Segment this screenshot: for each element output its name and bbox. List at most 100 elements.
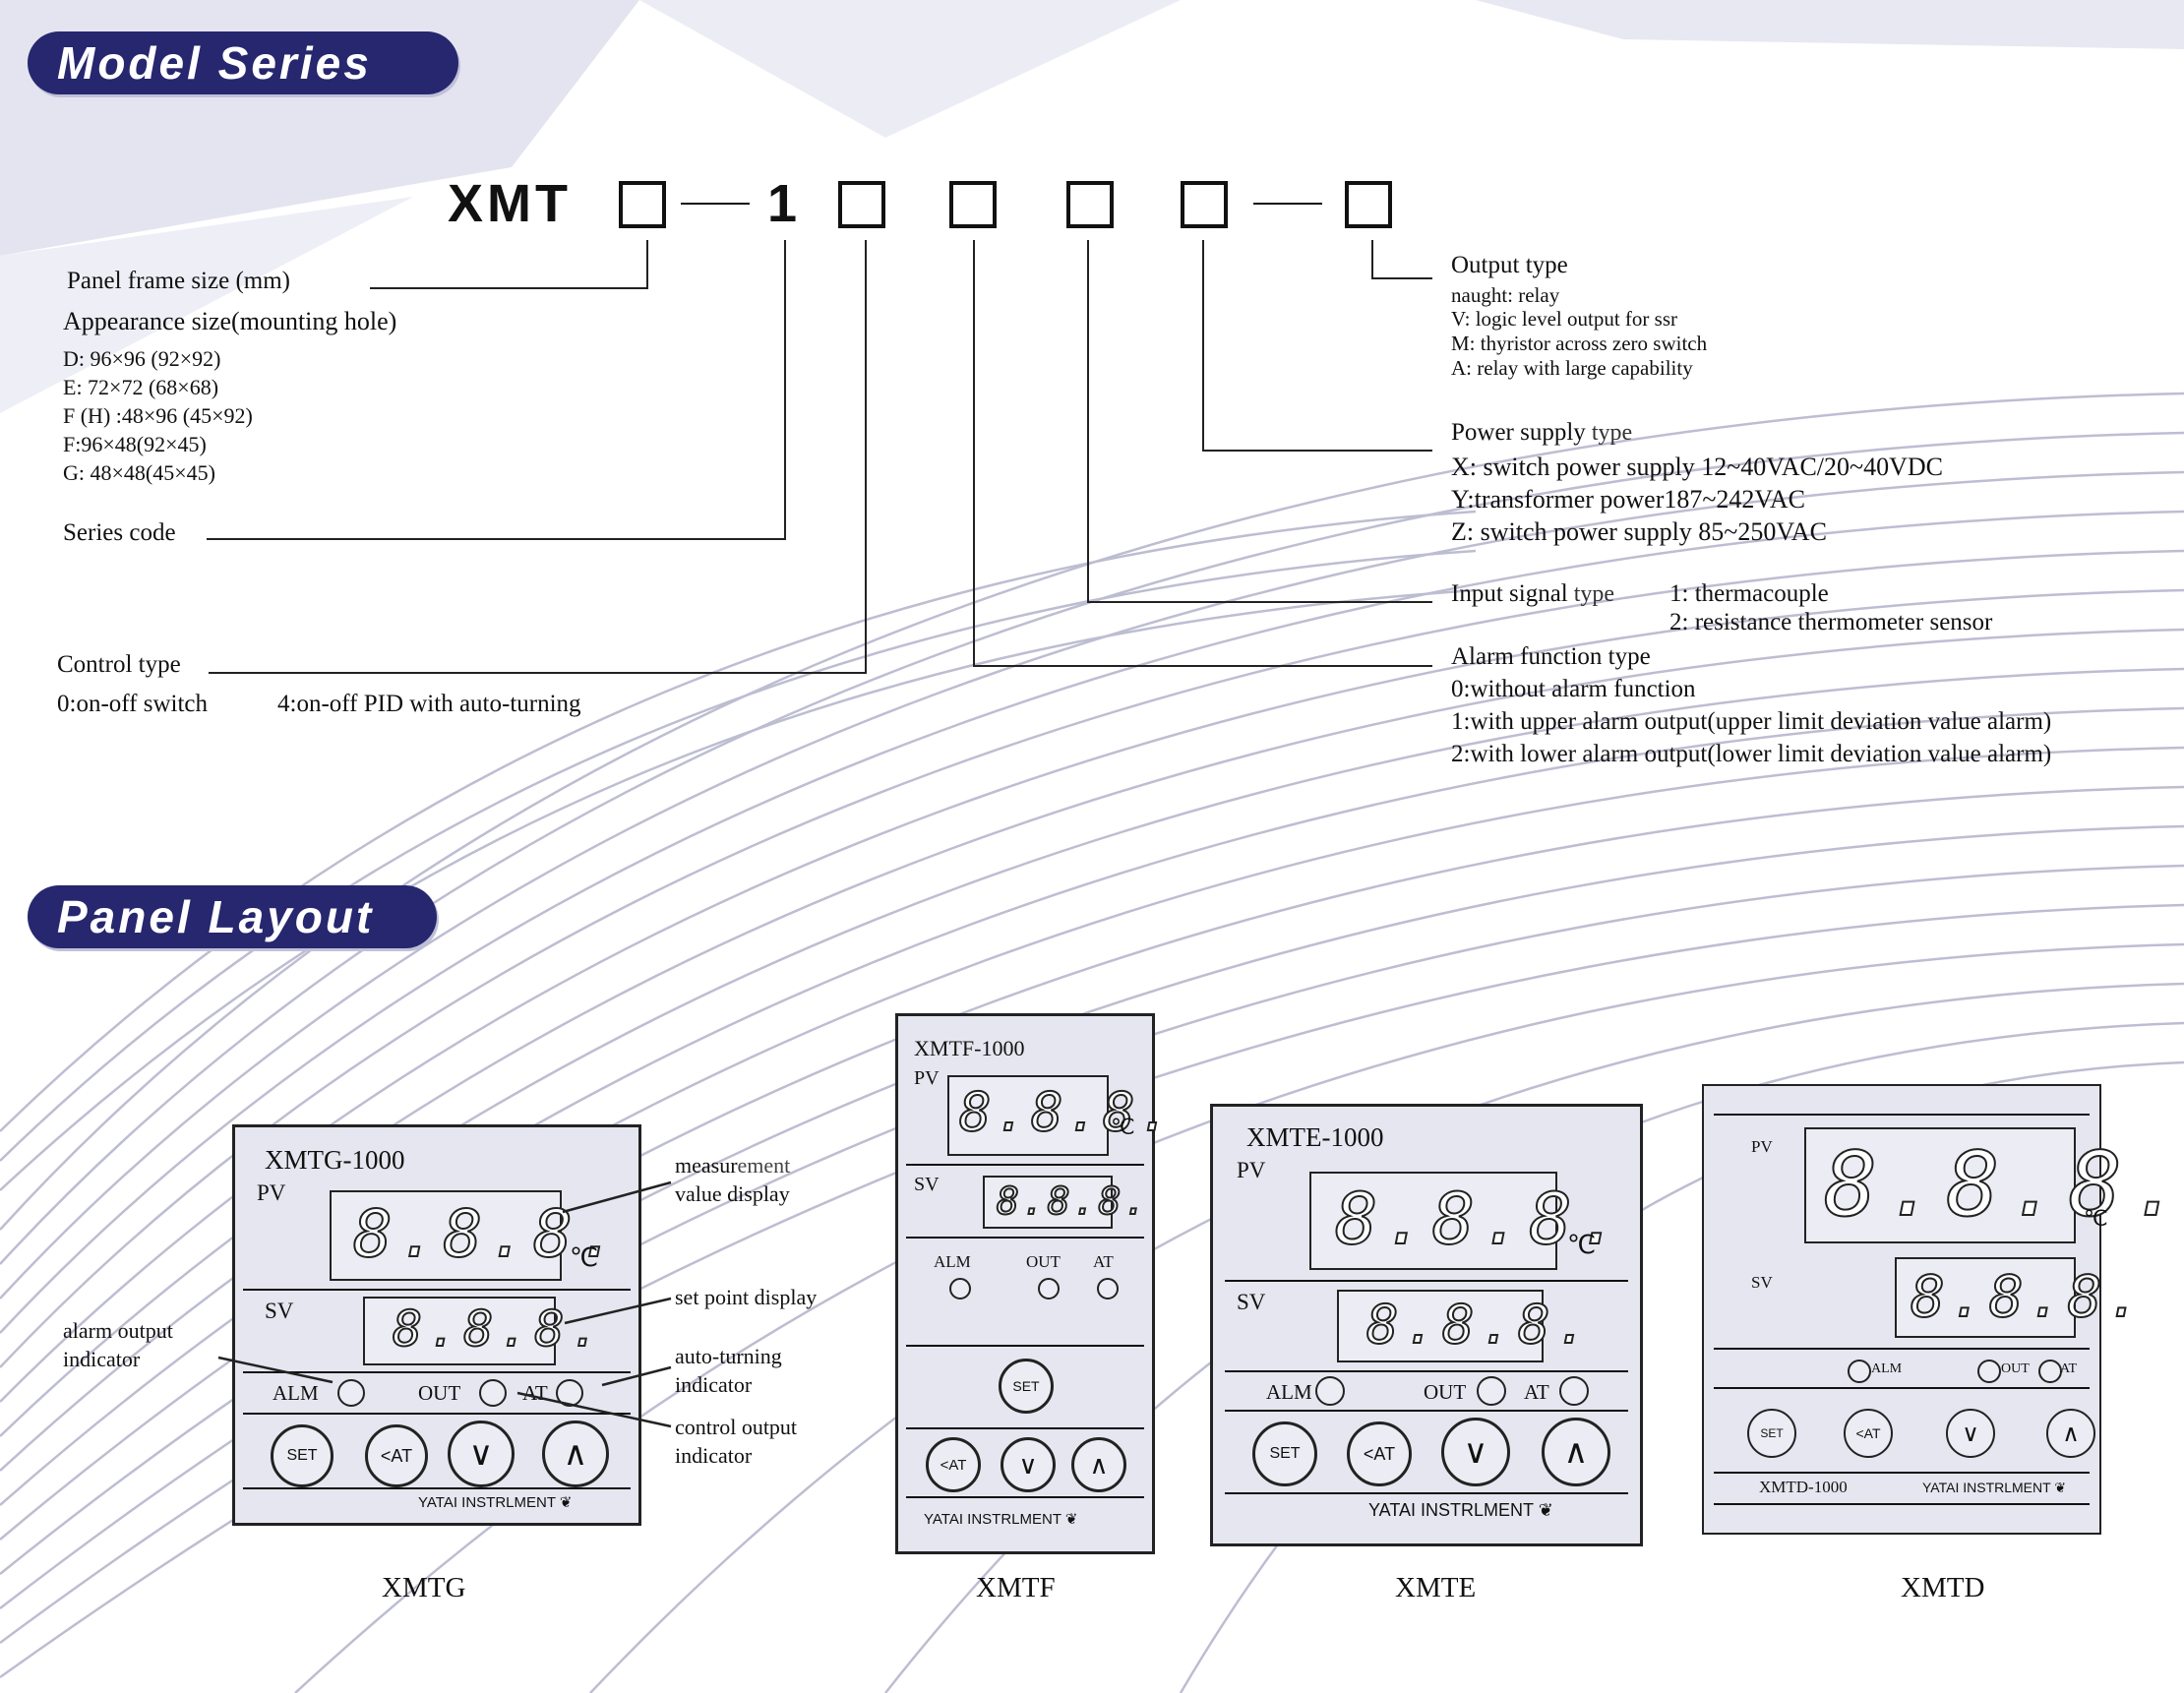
panel-xmtg-set-button[interactable]: SET	[271, 1424, 334, 1487]
panel-xmtf-divider-5	[906, 1496, 1144, 1498]
panel-xmtf-up-button[interactable]: ∧	[1071, 1437, 1126, 1492]
panel-xmtd: PV 8.8.8. ℃ SV 8.8.8. ALM OUT AT SET <AT…	[1702, 1084, 2184, 1535]
callout-control-2: indicator	[675, 1443, 753, 1468]
panel-xmte-out-label: OUT	[1424, 1380, 1467, 1404]
label-control-type: Control type	[57, 651, 181, 678]
panel-xmte-set-button[interactable]: SET	[1252, 1421, 1317, 1486]
panel-xmte-down-button[interactable]: ∨	[1441, 1418, 1510, 1486]
control-option-4: 4:on-off PID with auto-turning	[277, 691, 581, 717]
power-title-type: type	[1585, 420, 1633, 446]
power-item-y: Y:transformer power187~242VAC	[1451, 485, 1805, 514]
panel-xmtd-alm-led	[1848, 1360, 1871, 1383]
panel-xmtf-out-led	[1038, 1278, 1060, 1300]
input-item-2: 2: resistance thermometer sensor	[1669, 609, 1993, 635]
label-power-supply: Power supply type	[1451, 419, 1632, 447]
code-box-frame	[619, 181, 666, 228]
panel-xmtd-pv-digits: 8.8.8.	[1823, 1132, 2184, 1238]
output-item-3: A: relay with large capability	[1451, 356, 1693, 380]
panel-xmtf-sv-label: SV	[914, 1174, 940, 1195]
size-d: D: 96×96 (92×92)	[63, 346, 221, 371]
panel-xmte-out-led	[1477, 1376, 1506, 1406]
panel-xmte-at-button[interactable]: <AT	[1347, 1421, 1412, 1486]
panel-xmtg-sv-digits: 8.8.8.	[392, 1300, 606, 1359]
down-arrow-icon: ∨	[468, 1435, 494, 1473]
callout-alarm-2: indicator	[63, 1347, 141, 1371]
panel-xmtd-at-button[interactable]: <AT	[1844, 1409, 1893, 1458]
panel-xmtf-model: XMTF-1000	[914, 1036, 1025, 1060]
panel-xmtf-at-led	[1097, 1278, 1119, 1300]
panel-xmtg-divider-1	[243, 1289, 631, 1291]
panel-xmtf-alm-label: ALM	[934, 1252, 971, 1271]
panel-xmtg-brand: YATAI INSTRLMENT ❦	[418, 1493, 573, 1511]
panel-xmtd-brand: YATAI INSTRLMENT ❦	[1922, 1480, 2066, 1496]
panel-xmtf-pv-label: PV	[914, 1067, 940, 1089]
control-option-0: 0:on-off switch	[57, 691, 208, 717]
caption-xmtf: XMTF	[976, 1572, 1056, 1603]
panel-xmtd-divider-1	[1714, 1348, 2090, 1350]
panel-xmtf-down-button[interactable]: ∨	[1001, 1437, 1056, 1492]
panel-xmtg-out-label: OUT	[418, 1381, 461, 1405]
panel-xmtg-divider-4	[243, 1487, 631, 1489]
caption-xmtd: XMTD	[1901, 1572, 1985, 1603]
alarm-item-0: 0:without alarm function	[1451, 676, 1696, 702]
panel-xmtf-divider-3	[906, 1345, 1144, 1347]
panel-xmtg: XMTG-1000 PV 8.8.8. ℃ SV 8.8.8. ALM OUT …	[232, 1124, 641, 1526]
panel-xmte-pv-digits: 8.8.8.	[1334, 1177, 1627, 1261]
panel-xmtf-set-button[interactable]: SET	[999, 1359, 1054, 1414]
panel-xmtd-out-label: OUT	[2001, 1361, 2030, 1376]
label-output-type: Output type	[1451, 252, 1568, 278]
code-box-power	[1181, 181, 1228, 228]
panel-xmtd-pv-display: 8.8.8.	[1804, 1127, 2184, 1243]
code-prefix: XMT	[448, 174, 572, 233]
size-fh: F (H) :48×96 (45×92)	[63, 403, 253, 428]
panel-xmtf-pv-display: 8.8.8.	[947, 1075, 1172, 1156]
panel-xmtg-divider-2	[243, 1371, 631, 1373]
input-item-1: 1: thermacouple	[1669, 580, 1829, 607]
panel-xmtd-at-label: AT	[2060, 1361, 2078, 1376]
panel-xmte-at-label: AT	[1524, 1380, 1549, 1404]
panel-xmtd-sv-display: 8.8.8.	[1895, 1257, 2143, 1338]
panel-xmte-divider-2	[1225, 1370, 1628, 1372]
callout-autoturning-2: indicator	[675, 1372, 753, 1397]
panel-xmtf-sv-digits: 8.8.8.	[996, 1179, 1150, 1224]
panel-xmtd-pv-label: PV	[1751, 1137, 1773, 1156]
panel-xmte-pv-display: 8.8.8.	[1309, 1172, 1621, 1270]
panel-xmte-up-button[interactable]: ∧	[1542, 1418, 1610, 1486]
size-e: E: 72×72 (68×68)	[63, 375, 219, 399]
panel-xmte-divider-3	[1225, 1410, 1628, 1412]
up-arrow-icon: ∧	[563, 1435, 588, 1473]
panel-xmtf-brand: YATAI INSTRLMENT ❦	[924, 1510, 1078, 1528]
panel-xmte-brand: YATAI INSTRLMENT ❦	[1368, 1500, 1553, 1521]
panel-xmtd-degc: ℃	[2084, 1206, 2108, 1231]
panel-xmtf-at-button[interactable]: <AT	[926, 1437, 981, 1492]
panel-xmte-at-led	[1559, 1376, 1589, 1406]
brand-logo-icon: ❦	[1064, 1511, 1078, 1528]
callout-autoturning-1: auto-turning	[675, 1344, 782, 1368]
panel-xmtd-up-button[interactable]: ∧	[2046, 1409, 2095, 1458]
panel-xmte-alm-led	[1315, 1376, 1345, 1406]
panel-xmtg-up-button[interactable]: ∧	[542, 1421, 609, 1487]
callout-measurement-2: value display	[675, 1181, 790, 1206]
panel-xmte-sv-label: SV	[1237, 1290, 1266, 1314]
panel-xmte-divider-1	[1225, 1280, 1628, 1282]
panel-xmtd-model: XMTD-1000	[1759, 1478, 1848, 1496]
callout-measurement-a: measur	[675, 1153, 738, 1178]
panel-xmtg-at-button[interactable]: <AT	[365, 1424, 428, 1487]
code-box-alarm	[949, 181, 997, 228]
brand-logo-icon: ❦	[2054, 1480, 2067, 1495]
power-item-x: X: switch power supply 12~40VAC/20~40VDC	[1451, 453, 1943, 481]
down-arrow-icon: ∨	[1463, 1433, 1488, 1471]
panel-xmte-brand-text: YATAI INSTRLMENT	[1368, 1500, 1534, 1520]
panel-xmtg-down-button[interactable]: ∨	[448, 1421, 515, 1487]
panel-xmte-pv-label: PV	[1237, 1158, 1266, 1182]
output-item-2: M: thyristor across zero switch	[1451, 332, 1708, 355]
panel-xmtd-down-button[interactable]: ∨	[1946, 1409, 1995, 1458]
panel-xmtf-pv-digits: 8.8.8.	[958, 1080, 1176, 1144]
panel-xmtg-brand-text: YATAI INSTRLMENT	[418, 1494, 556, 1511]
code-box-input	[1066, 181, 1114, 228]
panel-xmte-model: XMTE-1000	[1246, 1122, 1384, 1152]
down-arrow-icon: ∨	[1962, 1420, 1979, 1447]
panel-xmtf-divider-1	[906, 1164, 1144, 1166]
panel-xmtd-sv-digits: 8.8.8.	[1910, 1262, 2147, 1331]
panel-xmtd-set-button[interactable]: SET	[1747, 1409, 1796, 1458]
